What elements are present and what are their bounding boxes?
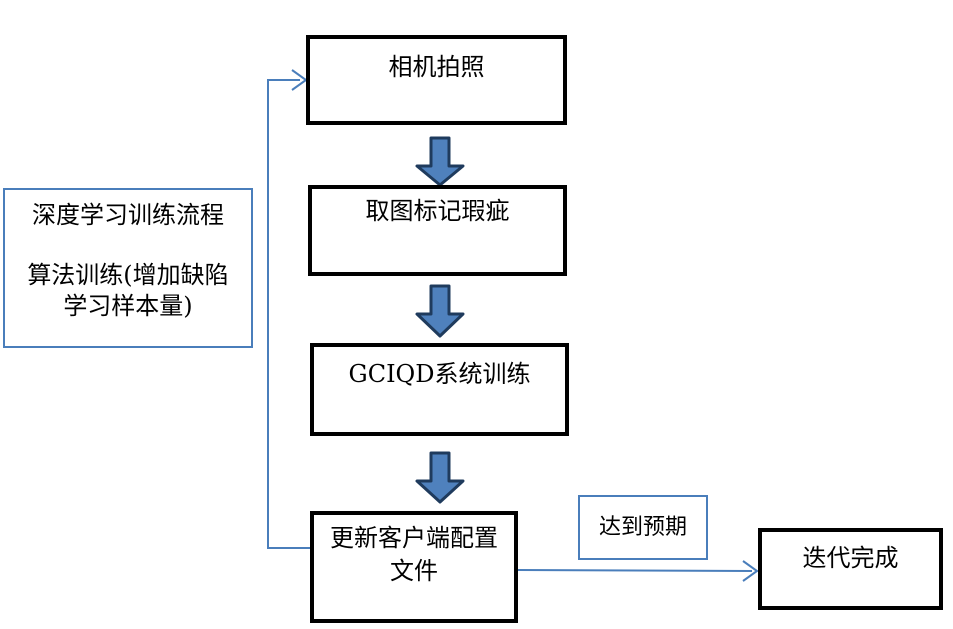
flow-box-iteration-done: 迭代完成: [758, 528, 943, 610]
flow-box-mark-defects: 取图标记瑕疵: [308, 185, 567, 276]
condition-label-box: 达到预期: [578, 495, 708, 560]
side-note-line-3: 学习样本量): [63, 292, 193, 320]
flow-box-update-config: 更新客户端配置 文件: [310, 511, 518, 623]
side-note-box: 深度学习训练流程 算法训练(增加缺陷 学习样本量): [3, 188, 253, 348]
flow-box-update-config-label-line-2: 文件: [390, 557, 438, 585]
side-note-line-1: 深度学习训练流程: [32, 201, 224, 229]
result-arrowhead-icon: [742, 560, 759, 582]
feedback-connector-line: [267, 79, 312, 549]
flow-box-system-training-label: GCIQD系统训练: [348, 360, 531, 388]
flow-box-update-config-label-line-1: 更新客户端配置: [330, 524, 498, 552]
flow-box-iteration-done-label: 迭代完成: [802, 544, 899, 572]
flow-box-system-training: GCIQD系统训练: [310, 343, 569, 436]
flow-box-camera: 相机拍照: [306, 35, 567, 125]
block-down-arrow-2-icon: [415, 284, 465, 338]
result-connector-line: [517, 569, 753, 572]
flow-box-mark-defects-label: 取图标记瑕疵: [365, 197, 510, 225]
block-down-arrow-1-icon: [415, 136, 465, 187]
flow-box-camera-label: 相机拍照: [388, 53, 485, 81]
block-down-arrow-3-icon: [415, 451, 465, 504]
condition-label: 达到预期: [598, 515, 687, 540]
side-note-line-2: 算法训练(增加缺陷: [27, 261, 229, 289]
